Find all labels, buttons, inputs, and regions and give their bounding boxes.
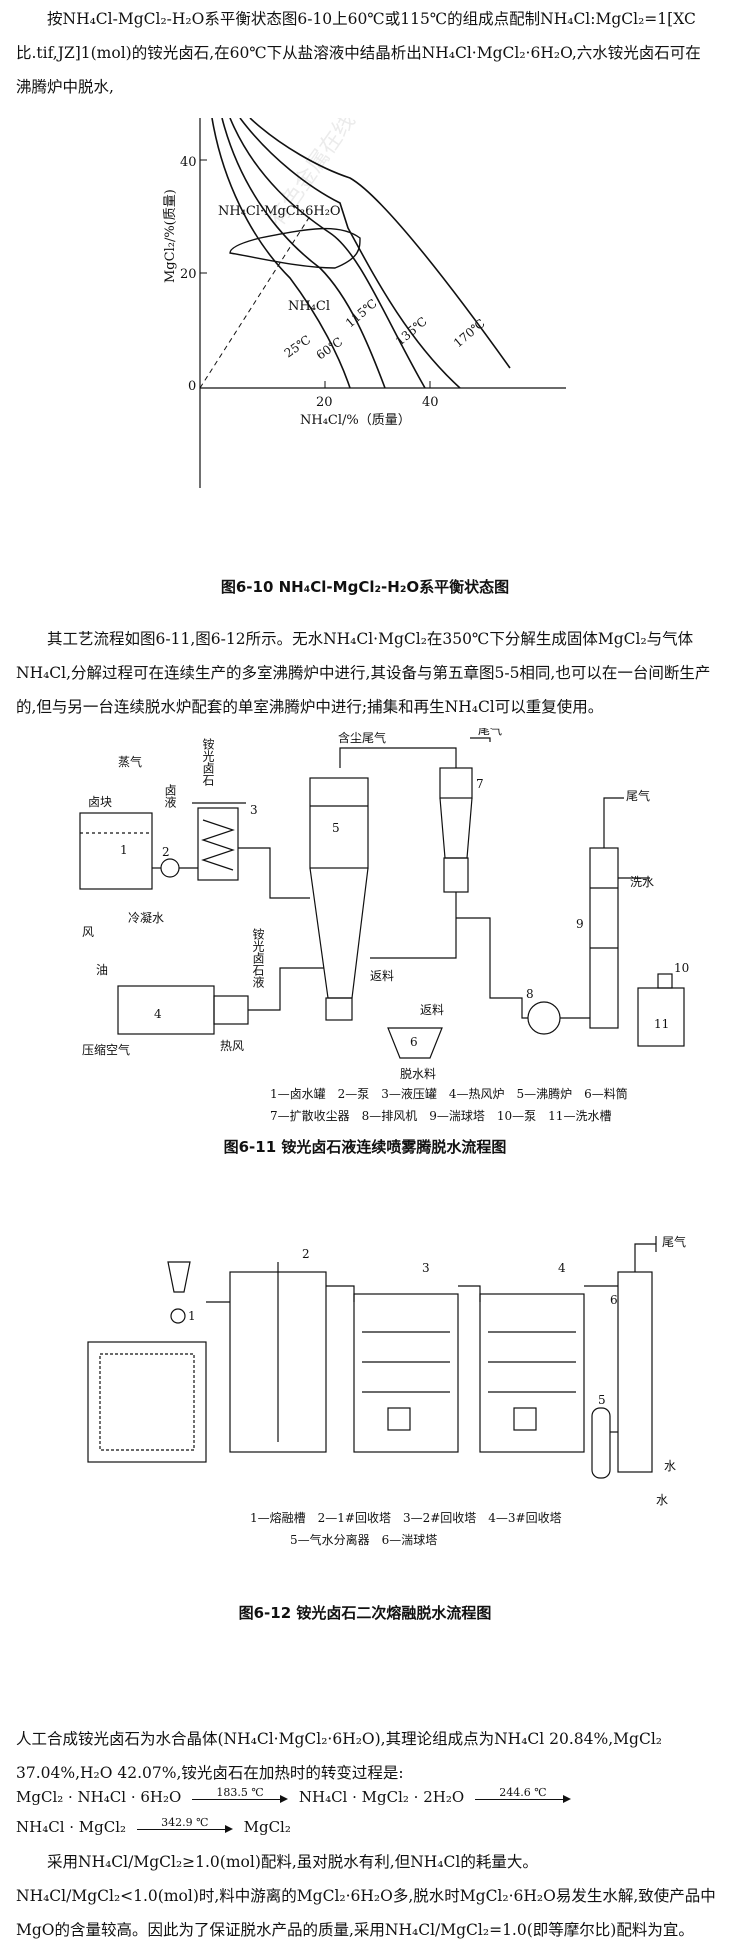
label-tail-gas: 尾气: [478, 728, 502, 737]
label-170c: 170℃: [451, 316, 488, 350]
turbulent-tower: [589, 847, 619, 1029]
flow-diagram-6-11: 蒸气 卤块 卤液 铵光卤石 铵光卤石液 风 冷凝水 油 压缩空气 热风 含尘尾气…: [79, 728, 689, 1123]
label-dusty-gas: 含尘尾气: [338, 730, 386, 745]
x-tick-20: 20: [316, 395, 333, 410]
y-axis-label: MgCl₂/%(质量): [163, 189, 178, 283]
figure-6-11-caption: 图6-11 铵光卤石液连续喷雾腾脱水流程图: [223, 1138, 507, 1156]
label-carnallite: 铵光卤石: [201, 737, 215, 786]
label-hot-air: 热风: [220, 1039, 244, 1053]
num-8: 8: [526, 987, 534, 1001]
legend-6-12-line2: 5—气水分离器 6—湍球塔: [290, 1532, 437, 1547]
pump-2: [160, 858, 180, 878]
recovery-tower-2: [353, 1293, 459, 1453]
label-compressed-air: 压缩空气: [82, 1042, 130, 1057]
pump-10: [657, 973, 673, 989]
label-water-in: 水: [664, 1459, 676, 1473]
eq1-mid: NH₄Cl · MgCl₂ · 2H₂O: [298, 1788, 465, 1806]
hydrate-region: [229, 227, 361, 269]
legend-6-11-line2: 7—扩散收尘器 8—排风机 9—湍球塔 10—泵 11—洗水槽: [270, 1108, 611, 1123]
num-11: 11: [654, 1017, 669, 1031]
num-3: 3: [250, 803, 258, 817]
label-return-2: 返料: [420, 1003, 444, 1017]
num-2: 2: [162, 845, 170, 859]
stoichiometric-line: [199, 215, 311, 389]
figure-6-12-caption: 图6-12 铵光卤石二次熔融脱水流程图: [238, 1604, 492, 1622]
y-tick-20: 20: [180, 267, 197, 282]
num-6-12-6: 6: [610, 1293, 618, 1307]
dust-collector: [439, 767, 473, 799]
num-9: 9: [576, 917, 584, 931]
label-water-out: 水: [656, 1493, 668, 1507]
num-10: 10: [674, 961, 689, 975]
legend-6-12-line1: 1—熔融槽 2—1#回收塔 3—2#回收塔 4—3#回收塔: [250, 1510, 562, 1525]
label-wind: 风: [82, 925, 94, 939]
transformation-equations: MgCl₂ · NH₄Cl · 6H₂O 183.5 ℃ NH₄Cl · MgC…: [16, 1782, 577, 1842]
label-return-1: 返料: [370, 969, 394, 983]
eq1-arrow-2: 244.6 ℃: [474, 1786, 571, 1806]
num-7: 7: [476, 777, 484, 791]
num-6-12-1: 1: [188, 1309, 196, 1323]
brine-tank: [79, 812, 153, 890]
turbulent-tower-6: [617, 1271, 653, 1473]
figure-6-10-caption: 图6-10 NH₄Cl-MgCl₂-H₂O系平衡状态图: [220, 578, 510, 596]
eq1-left: MgCl₂ · NH₄Cl · 6H₂O: [16, 1788, 182, 1806]
isotherm-135: [239, 118, 461, 389]
num-6: 6: [410, 1035, 418, 1049]
equation-line-2: NH₄Cl · MgCl₂ 342.9 ℃ MgCl₂: [16, 1812, 577, 1842]
num-6-12-3: 3: [422, 1261, 430, 1275]
eq2-right: MgCl₂: [243, 1818, 291, 1836]
label-115c: 115℃: [343, 296, 380, 330]
label-cond-water: 冷凝水: [128, 910, 164, 925]
label-wash-water: 洗水: [630, 875, 654, 889]
phase-diagram: 40 20 0 20 40 MgCl₂/%(质量) NH₄Cl/%（质量） NH…: [163, 118, 566, 488]
num-5: 5: [332, 821, 340, 835]
eq2-left: NH₄Cl · MgCl₂: [16, 1818, 127, 1836]
label-tail-gas-2: 尾气: [626, 788, 650, 803]
intro-paragraph: 按NH₄Cl-MgCl₂-H₂O系平衡状态图6-10上60℃或115℃的组成点配…: [16, 10, 701, 96]
exhaust-fan: [527, 1001, 561, 1035]
eq1-arrow-1: 183.5 ℃: [192, 1786, 289, 1806]
ratio-paragraph: 采用NH₄Cl/MgCl₂≥1.0(mol)配料,虽对脱水有利,但NH₄Cl的耗…: [16, 1853, 716, 1939]
material-bin: [387, 1027, 443, 1059]
label-dewater: 脱水料: [400, 1066, 436, 1081]
num-6-12-4: 4: [558, 1261, 566, 1275]
isotherm-25: [211, 118, 351, 389]
eq2-arrow: 342.9 ℃: [136, 1816, 233, 1836]
composition-paragraph: 人工合成铵光卤石为水合晶体(NH₄Cl·MgCl₂·6H₂O),其理论组成点为N…: [16, 1730, 662, 1782]
equation-line-1: MgCl₂ · NH₄Cl · 6H₂O 183.5 ℃ NH₄Cl · MgC…: [16, 1782, 577, 1812]
y-tick-40: 40: [180, 155, 197, 170]
watermark: 有色金属在线 www.cnnmol.com: [264, 118, 477, 231]
hot-air-furnace: [117, 985, 215, 1035]
melting-tank: [87, 1341, 207, 1463]
y-tick-0: 0: [188, 379, 196, 394]
x-tick-40: 40: [422, 395, 439, 410]
label-oil: 油: [96, 963, 108, 977]
num-6-12-5: 5: [598, 1393, 606, 1407]
process-paragraph: 其工艺流程如图6-11,图6-12所示。无水NH₄Cl·MgCl₂在350℃下分…: [16, 630, 711, 716]
label-carnallite-liquid: 铵光卤石液: [251, 927, 265, 988]
label-brine: 卤液: [163, 784, 177, 808]
num-1: 1: [120, 843, 128, 857]
label-25c: 25℃: [282, 333, 314, 361]
gas-water-separator: [591, 1407, 611, 1479]
num-4: 4: [154, 1007, 162, 1021]
flow-diagram-6-12: 尾气 水 水 1 2 3 4 5 6 1—熔融槽 2—1#回收塔 3—2#回收塔…: [87, 1234, 686, 1547]
legend-6-11-line1: 1—卤水罐 2—泵 3—液压罐 4—热风炉 5—沸腾炉 6—料筒: [270, 1086, 628, 1101]
boiling-furnace: [309, 777, 369, 869]
num-6-12-2: 2: [302, 1247, 310, 1261]
label-135c: 135℃: [393, 314, 430, 348]
label-tail-gas-6-12: 尾气: [662, 1234, 686, 1249]
isotherm-170: [249, 118, 511, 369]
label-steam: 蒸气: [118, 754, 142, 769]
isotherm-115: [229, 118, 426, 389]
pressure-tank: [197, 807, 239, 881]
recovery-tower-3: [479, 1293, 585, 1453]
x-axis-label: NH₄Cl/%（质量）: [300, 413, 411, 428]
label-brine-block: 卤块: [88, 795, 112, 809]
label-hydrate: NH₄Cl·MgCl₂6H₂O: [218, 204, 341, 219]
label-nh4cl: NH₄Cl: [288, 299, 330, 314]
